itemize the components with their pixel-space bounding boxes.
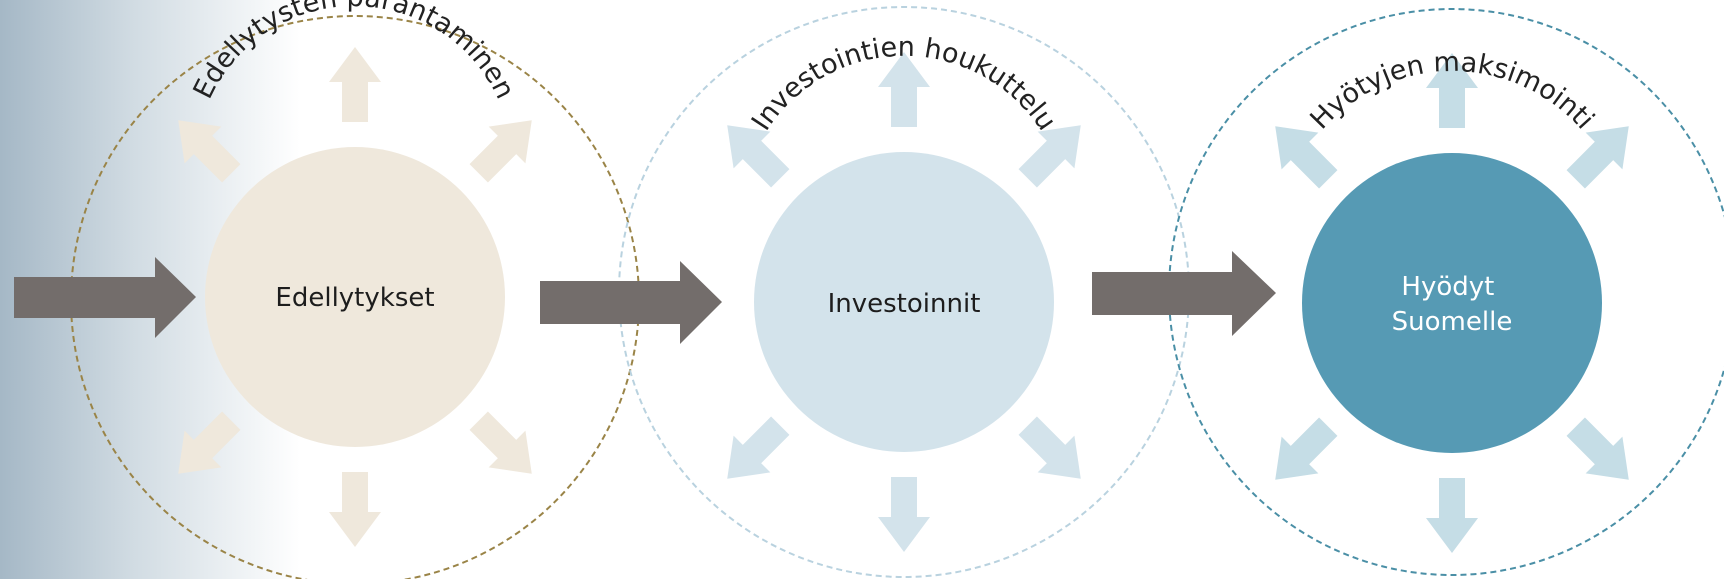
stage-hyodyt-suomelle-outer-ring bbox=[1168, 8, 1724, 576]
stage-edellytykset-core bbox=[205, 147, 505, 447]
stage-investoinnit-spoke-arrow-down-left bbox=[727, 416, 790, 479]
stage-investoinnit-spoke-arrow-up bbox=[878, 52, 930, 127]
stage-investoinnit-core bbox=[754, 152, 1054, 452]
stage-hyodyt-suomelle-spoke-arrows bbox=[1275, 53, 1629, 553]
stage-edellytykset-spoke-arrow-down bbox=[329, 472, 381, 547]
stage-investoinnit-spoke-arrow-up-left bbox=[727, 125, 790, 188]
stage-edellytykset-spoke-arrow-up-right bbox=[469, 120, 532, 183]
stage-hyodyt-suomelle-spoke-arrow-down-left bbox=[1275, 417, 1338, 480]
stage-edellytykset-center-label: Edellytykset bbox=[275, 283, 434, 313]
stage-edellytykset-spoke-arrow-down-left bbox=[178, 411, 241, 474]
stage-hyodyt-suomelle-center-label: Hyödyt Suomelle bbox=[1392, 272, 1513, 337]
stage-hyodyt-suomelle-spoke-arrow-up bbox=[1426, 53, 1478, 128]
stage-hyodyt-suomelle-core bbox=[1302, 153, 1602, 453]
stage-edellytykset-spoke-arrow-up-left bbox=[178, 120, 241, 183]
stage-investoinnit-spoke-arrow-down-right bbox=[1018, 416, 1081, 479]
stage-edellytykset-spoke-arrow-down-right bbox=[469, 411, 532, 474]
stage-hyodyt-suomelle: Hyötyjen maksimointi Hyödyt Suomelle bbox=[1168, 8, 1724, 576]
stage-investoinnit-spoke-arrows bbox=[727, 52, 1081, 552]
stage-hyodyt-suomelle-spoke-arrow-down bbox=[1426, 478, 1478, 553]
flow-arrows bbox=[14, 251, 1276, 344]
stage-hyodyt-suomelle-spoke-arrow-down-right bbox=[1566, 417, 1629, 480]
flow-arrow-edellytykset-to-investoinnit bbox=[540, 261, 722, 344]
stage-investoinnit-center-label: Investoinnit bbox=[828, 289, 981, 319]
stage-hyodyt-suomelle-spoke-arrow-up-left bbox=[1275, 126, 1338, 189]
flow-arrow-into-edellytykset bbox=[14, 257, 196, 338]
stage-investoinnit-spoke-arrow-down bbox=[878, 477, 930, 552]
stage-edellytykset-spoke-arrows bbox=[178, 47, 532, 547]
stage-investoinnit-spoke-arrow-up-right bbox=[1018, 125, 1081, 188]
flow-arrow-investoinnit-to-hyodyt bbox=[1092, 251, 1276, 336]
stage-hyodyt-suomelle-spoke-arrow-up-right bbox=[1566, 126, 1629, 189]
stage-edellytykset-spoke-arrow-up bbox=[329, 47, 381, 122]
